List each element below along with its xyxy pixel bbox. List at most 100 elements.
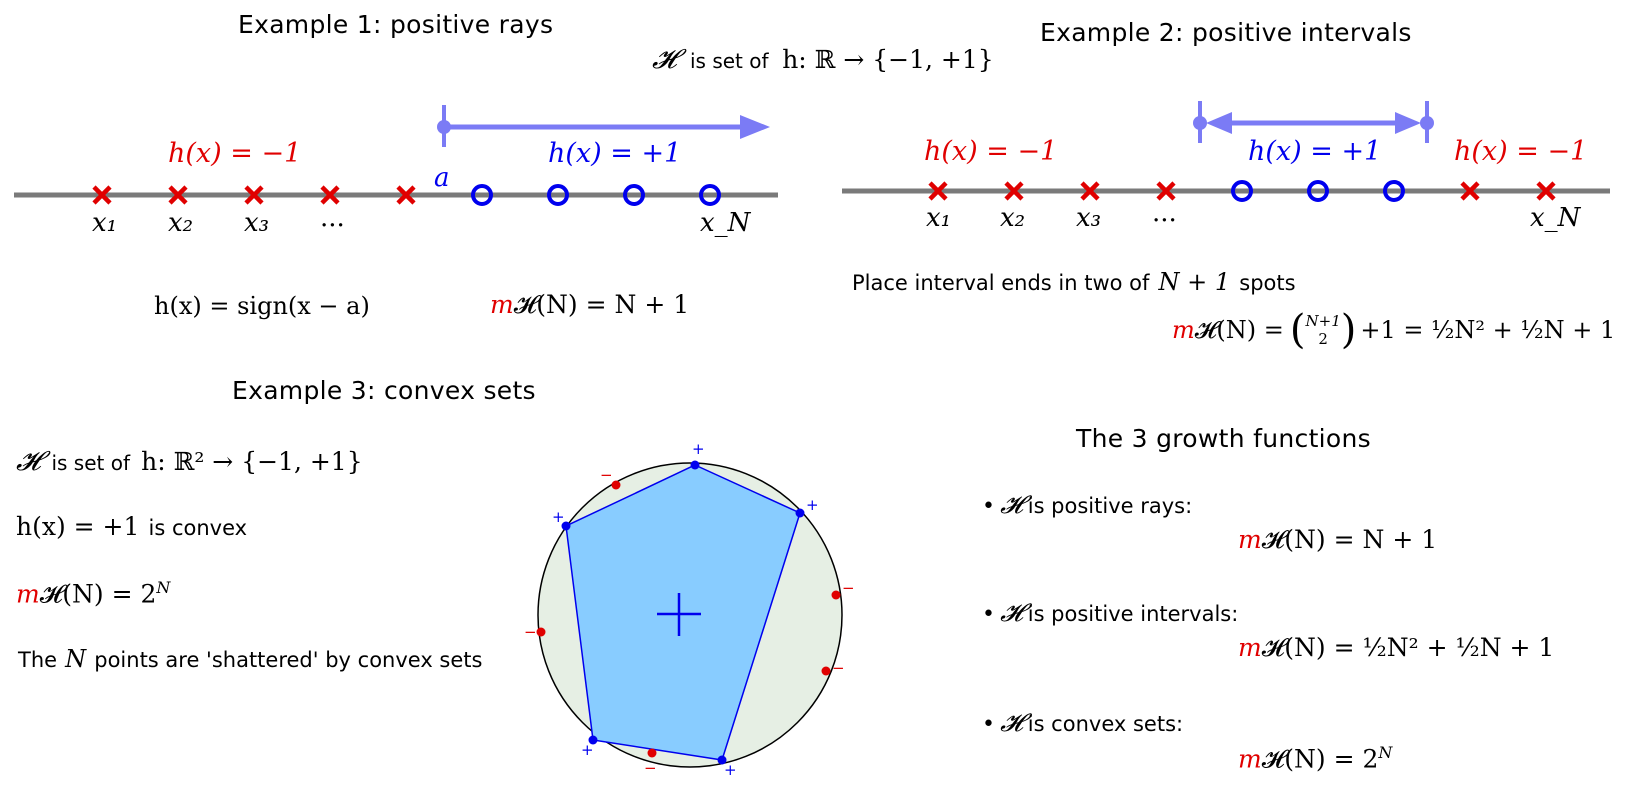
- negative-point-marker: [92, 185, 112, 205]
- negative-sign-label: −: [600, 466, 613, 484]
- growth-item-h: 𝓗: [1000, 598, 1023, 627]
- growth-item-text: is positive intervals:: [1027, 602, 1239, 626]
- negative-sign-label: −: [524, 623, 537, 641]
- growth-formula-m: m: [1238, 525, 1262, 554]
- growth-item-bullet: •: [982, 494, 995, 519]
- positive-sign-label: +: [692, 440, 705, 458]
- example1-points: [92, 184, 721, 206]
- example3-growth-sup: N: [156, 578, 171, 597]
- example3-convex-statement: h(x) = +1 is convex: [16, 512, 247, 541]
- example3-title: Example 3: convex sets: [232, 376, 536, 405]
- example1-title: Example 1: positive rays: [238, 10, 554, 39]
- positive-point-marker: [623, 184, 645, 206]
- example1-growth-rest: 𝓗(N) = N + 1: [513, 290, 690, 319]
- growth-item-rays: • 𝓗 is positive rays:: [982, 490, 1192, 520]
- negative-point-marker: [928, 181, 948, 201]
- negative-sample-point: [821, 666, 831, 676]
- example1-neg-label: h(x) = −1: [168, 138, 302, 169]
- growth-formula-rest: 𝓗(N) = 2: [1261, 744, 1379, 774]
- example2-x1-label: x₁: [926, 203, 952, 233]
- growth-item-bullet: •: [982, 712, 995, 737]
- binomial-bottom: 2: [1318, 330, 1328, 348]
- growth-formula-m: m: [1238, 744, 1262, 774]
- example2-place-prefix: Place interval ends in two of: [852, 271, 1150, 295]
- example1-ellipsis-label: ...: [320, 203, 345, 233]
- negative-sign-label: −: [842, 579, 855, 597]
- negative-point-marker: [1004, 181, 1024, 201]
- example2-xn-label: x_N: [1530, 203, 1581, 233]
- positive-point-marker: [1383, 180, 1405, 202]
- negative-point-marker: [1080, 181, 1100, 201]
- example2-points: [928, 180, 1556, 202]
- convex-points: +++++−−−−−: [524, 440, 855, 779]
- example2-place-suffix: spots: [1239, 271, 1296, 295]
- growth-item-h: 𝓗: [1000, 708, 1023, 737]
- example2-left-arrowhead: [1206, 112, 1232, 134]
- positive-sample-point: [690, 460, 700, 470]
- example2-ellipsis-label: ...: [1152, 198, 1177, 228]
- negative-point-marker: [244, 185, 264, 205]
- negative-sample-point: [536, 627, 546, 637]
- binomial-right-paren: ): [1340, 307, 1357, 353]
- example2-x3-label: x₃: [1076, 203, 1102, 233]
- hypothesis-is-set-of-2d: is set of: [51, 451, 130, 475]
- example3-shatter-statement: The N points are 'shattered' by convex s…: [18, 645, 482, 673]
- positive-sample-point: [588, 735, 598, 745]
- positive-sample-point: [795, 508, 805, 518]
- example3-shatter-post: points are 'shattered' by convex sets: [94, 648, 483, 672]
- example1-ray-arrowhead: [740, 115, 770, 139]
- negative-sample-point: [611, 480, 621, 490]
- positive-sample-point: [717, 755, 727, 765]
- example2-binomial: ( N+1 2 ): [1290, 310, 1356, 350]
- negative-sign-label: −: [832, 659, 845, 677]
- growth-formula-m: m: [1238, 633, 1262, 662]
- negative-point-marker: [168, 185, 188, 205]
- negative-sign-label: −: [644, 759, 657, 777]
- positive-point-marker: [471, 184, 493, 206]
- binomial-stack: N+1 2: [1306, 312, 1341, 348]
- positive-sign-label: +: [724, 761, 737, 779]
- example3-convex-math: h(x) = +1: [16, 512, 140, 541]
- example3-convex-text: is convex: [148, 516, 248, 540]
- example1-x2-label: x₂: [168, 208, 194, 238]
- growth-item-text: is convex sets:: [1027, 712, 1184, 736]
- growth-formula-sup: N: [1378, 743, 1393, 762]
- growth-formula-rays: m𝓗(N) = N + 1: [1238, 525, 1437, 555]
- example1-threshold-label: a: [434, 163, 450, 193]
- example1-x1-label: x₁: [92, 208, 118, 238]
- convex-hull-polygon: [565, 464, 801, 761]
- example1-diagram: [14, 105, 778, 206]
- positive-sample-point: [561, 521, 571, 531]
- hypothesis-definition-1d: 𝓗 is set of h: ℝ → {−1, +1}: [652, 44, 994, 76]
- growth-formula-convex: m𝓗(N) = 2N: [1238, 743, 1392, 774]
- hypothesis-map-1d: h: ℝ → {−1, +1}: [782, 45, 994, 74]
- example3-growth-m: m: [16, 579, 40, 609]
- positive-sign-label: +: [552, 508, 565, 526]
- negative-point-marker: [1460, 181, 1480, 201]
- example2-growth-m: m: [1172, 316, 1195, 344]
- example2-x2-label: x₂: [1000, 203, 1026, 233]
- positive-point-marker: [1307, 180, 1329, 202]
- positive-sign-label: +: [581, 741, 594, 759]
- example2-neg-label-right: h(x) = −1: [1454, 136, 1588, 167]
- example1-sign-formula: h(x) = sign(x − a): [154, 292, 370, 320]
- example1-xn-label: x_N: [700, 208, 751, 238]
- negative-sample-point: [647, 748, 657, 758]
- example2-neg-label-left: h(x) = −1: [924, 136, 1058, 167]
- example2-pos-label: h(x) = +1: [1248, 136, 1382, 167]
- example3-shatter-math: N: [65, 645, 87, 673]
- example2-growth-tail: +1 = ½N² + ½N + 1: [1360, 316, 1616, 344]
- growth-formula-rest: 𝓗(N) = ½N² + ½N + 1: [1261, 633, 1555, 662]
- example1-pos-label: h(x) = +1: [548, 138, 682, 169]
- growth-item-convex: • 𝓗 is convex sets:: [982, 708, 1183, 738]
- example2-title: Example 2: positive intervals: [1040, 18, 1412, 47]
- growth-item-text: is positive rays:: [1027, 494, 1193, 518]
- hypothesis-symbol-2d: 𝓗: [16, 446, 41, 477]
- example3-shatter-pre: The: [18, 648, 58, 672]
- example2-left-end-dot: [1193, 116, 1207, 130]
- example2-place-text: Place interval ends in two of N + 1 spot…: [852, 268, 1296, 296]
- growth-item-intervals: • 𝓗 is positive intervals:: [982, 598, 1238, 628]
- binomial-left-paren: (: [1289, 307, 1306, 353]
- example1-growth-formula: m𝓗(N) = N + 1: [490, 290, 689, 320]
- hypothesis-symbol: 𝓗: [652, 44, 677, 75]
